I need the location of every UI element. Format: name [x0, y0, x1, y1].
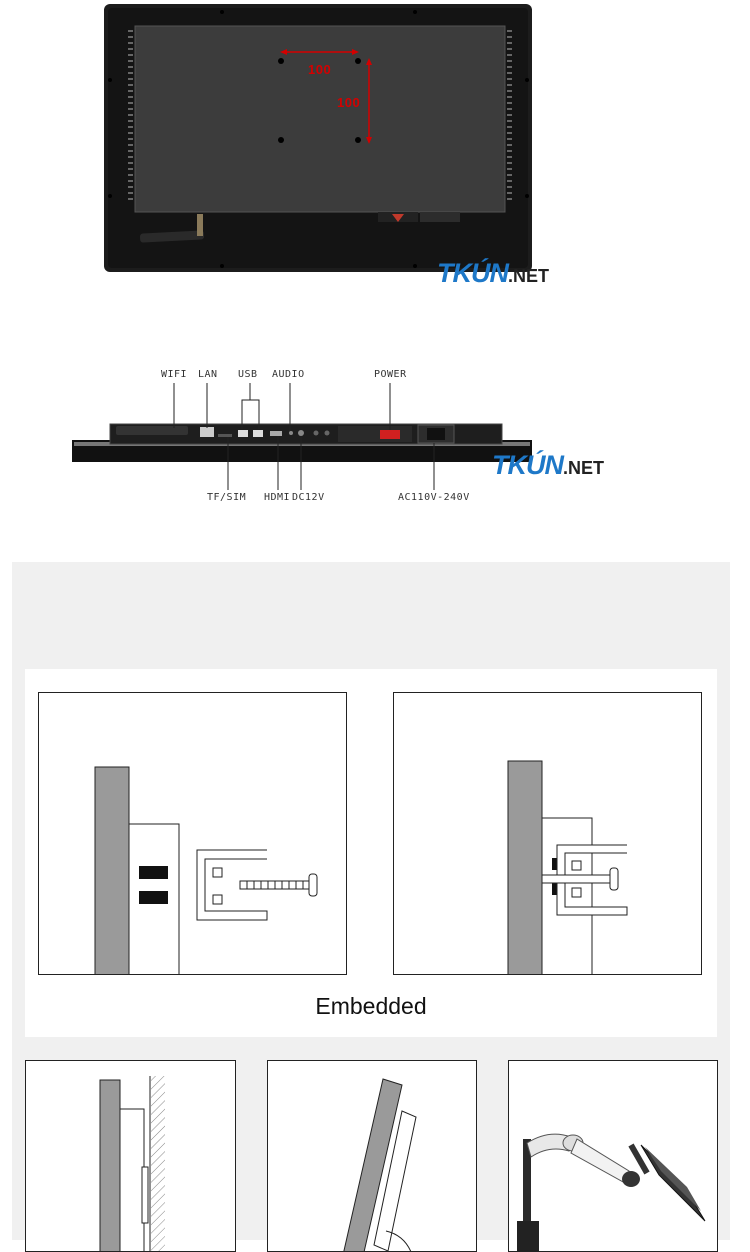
- port-label-audio: AUDIO: [272, 369, 305, 380]
- port-label-ac: AC110V-240V: [398, 492, 470, 503]
- brand-main-text-2: TKÚN: [492, 450, 564, 480]
- port-label-dc12v: DC12V: [292, 492, 325, 503]
- ports-diagram: WIFI LAN USB AUDIO POWER TF/SIM HDMI DC1…: [0, 340, 750, 520]
- embedded-diagram-before: [38, 692, 347, 975]
- tilt-mount-drawing: [343, 1078, 417, 1251]
- brand-watermark-2: TKÚN.NET: [492, 450, 604, 481]
- embedded-before-drawing: [94, 766, 318, 974]
- arm-mount-photo: [508, 1060, 718, 1252]
- arm-mount-drawing: [517, 1133, 706, 1251]
- embedded-caption: Embedded: [315, 993, 427, 1019]
- embedded-diagram-after: [393, 692, 702, 975]
- port-label-power: POWER: [374, 369, 407, 380]
- wall-mount-drawing: [99, 1076, 165, 1251]
- port-label-lan: LAN: [198, 369, 218, 380]
- port-label-wifi: WIFI: [161, 369, 188, 380]
- brand-suffix-text: .NET: [508, 266, 550, 286]
- port-label-hdmi: HDMI: [264, 492, 291, 503]
- ports-drawing: [72, 383, 532, 490]
- rear-view-drawing: [104, 4, 532, 272]
- dimension-horizontal-label: 100: [308, 62, 332, 77]
- tilt-mount-diagram: [267, 1060, 477, 1252]
- port-label-tf-sim: TF/SIM: [207, 492, 247, 503]
- embedded-after-drawing: [507, 760, 628, 974]
- port-label-usb: USB: [238, 369, 258, 380]
- brand-watermark: TKÚN.NET: [437, 258, 549, 289]
- dimension-vertical-label: 100: [337, 95, 361, 110]
- brand-suffix-text-2: .NET: [563, 458, 605, 478]
- brand-main-text: TKÚN: [437, 258, 509, 288]
- wall-mount-diagram: [25, 1060, 236, 1252]
- rear-view-photo: 100 100 TKÚN.NET: [0, 0, 750, 300]
